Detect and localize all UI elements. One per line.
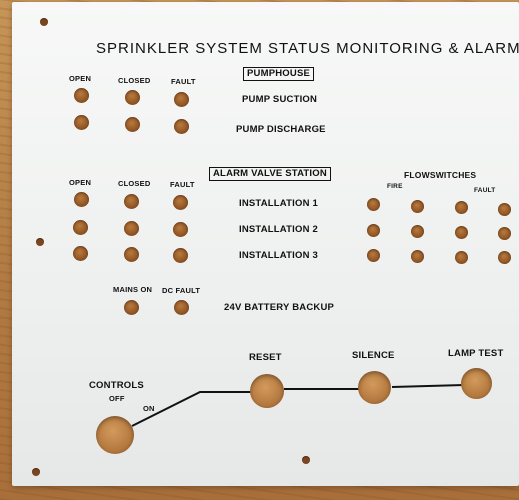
installation-1-closed-lamp (124, 194, 139, 209)
flowswitch-2-fire-lamp (367, 224, 380, 237)
installation-3-open-lamp (73, 246, 88, 261)
dc-fault-label: DC FAULT (162, 286, 201, 295)
control-wiring-line (131, 384, 465, 427)
silence-label: SILENCE (352, 350, 395, 361)
pump-discharge-label: PUMP DISCHARGE (236, 124, 326, 135)
controls-key-switch[interactable] (96, 416, 134, 454)
flowswitch-2-fault-b-lamp (498, 227, 511, 240)
pump-suction-label: PUMP SUCTION (242, 94, 318, 105)
flowswitch-3-fire-b-lamp (411, 250, 424, 263)
alarm-panel: SPRINKLER SYSTEM STATUS MONITORING & ALA… (12, 2, 519, 486)
pump-suction-fault-lamp (174, 92, 189, 107)
flowswitches-fire-label: FIRE (387, 183, 403, 190)
flowswitch-1-fire-b-lamp (411, 200, 424, 213)
lamp-test-label: LAMP TEST (448, 348, 504, 359)
installation-2-label: INSTALLATION 2 (239, 224, 318, 235)
mains-on-lamp (124, 300, 139, 315)
installation-3-fault-lamp (173, 248, 188, 263)
installation-2-fault-lamp (173, 222, 188, 237)
pumphouse-col-open: OPEN (69, 74, 92, 83)
installation-2-closed-lamp (124, 221, 139, 236)
valve-col-closed: CLOSED (118, 179, 151, 188)
controls-label: CONTROLS (89, 380, 144, 391)
dc-fault-lamp (174, 300, 189, 315)
lamp-test-button[interactable] (461, 368, 492, 399)
flowswitch-3-fire-lamp (367, 249, 380, 262)
pumphouse-col-fault: FAULT (171, 77, 196, 86)
installation-1-fault-lamp (173, 195, 188, 210)
installation-1-open-lamp (74, 192, 89, 207)
installation-1-label: INSTALLATION 1 (239, 198, 318, 209)
pump-discharge-closed-lamp (125, 117, 140, 132)
flowswitch-2-fault-lamp (455, 226, 468, 239)
flowswitch-1-fire-lamp (367, 198, 380, 211)
pump-discharge-open-lamp (74, 115, 89, 130)
silence-button[interactable] (358, 371, 391, 404)
flowswitch-1-fault-lamp (455, 201, 468, 214)
flowswitch-3-fault-b-lamp (498, 251, 511, 264)
mounting-hole-bottom-left (32, 468, 40, 476)
reset-label: RESET (249, 352, 282, 363)
valve-col-open: OPEN (69, 178, 92, 187)
installation-2-open-lamp (73, 220, 88, 235)
pumphouse-heading: PUMPHOUSE (243, 67, 315, 81)
pump-suction-open-lamp (74, 88, 89, 103)
mounting-hole-bottom-center (302, 456, 310, 464)
valve-col-fault: FAULT (170, 180, 195, 189)
pump-suction-closed-lamp (125, 90, 140, 105)
flowswitch-2-fire-b-lamp (411, 225, 424, 238)
battery-backup-label: 24V BATTERY BACKUP (224, 302, 335, 313)
pump-discharge-fault-lamp (174, 119, 189, 134)
mounting-hole-mid-left (36, 238, 44, 246)
installation-3-closed-lamp (124, 247, 139, 262)
installation-3-label: INSTALLATION 3 (239, 250, 318, 261)
controls-off-label: OFF (109, 394, 125, 403)
flowswitches-fault-label: FAULT (474, 187, 496, 194)
alarm-valve-heading: ALARM VALVE STATION (209, 167, 331, 181)
controls-on-label: ON (143, 404, 155, 413)
flowswitch-3-fault-lamp (455, 251, 468, 264)
pumphouse-col-closed: CLOSED (118, 76, 151, 85)
panel-title: SPRINKLER SYSTEM STATUS MONITORING & ALA… (96, 40, 519, 57)
flowswitch-1-fault-b-lamp (498, 203, 511, 216)
mains-on-label: MAINS ON (113, 285, 153, 294)
mounting-hole-top-left (40, 18, 48, 26)
reset-button[interactable] (250, 374, 284, 408)
flowswitches-heading: FLOWSWITCHES (404, 170, 477, 180)
